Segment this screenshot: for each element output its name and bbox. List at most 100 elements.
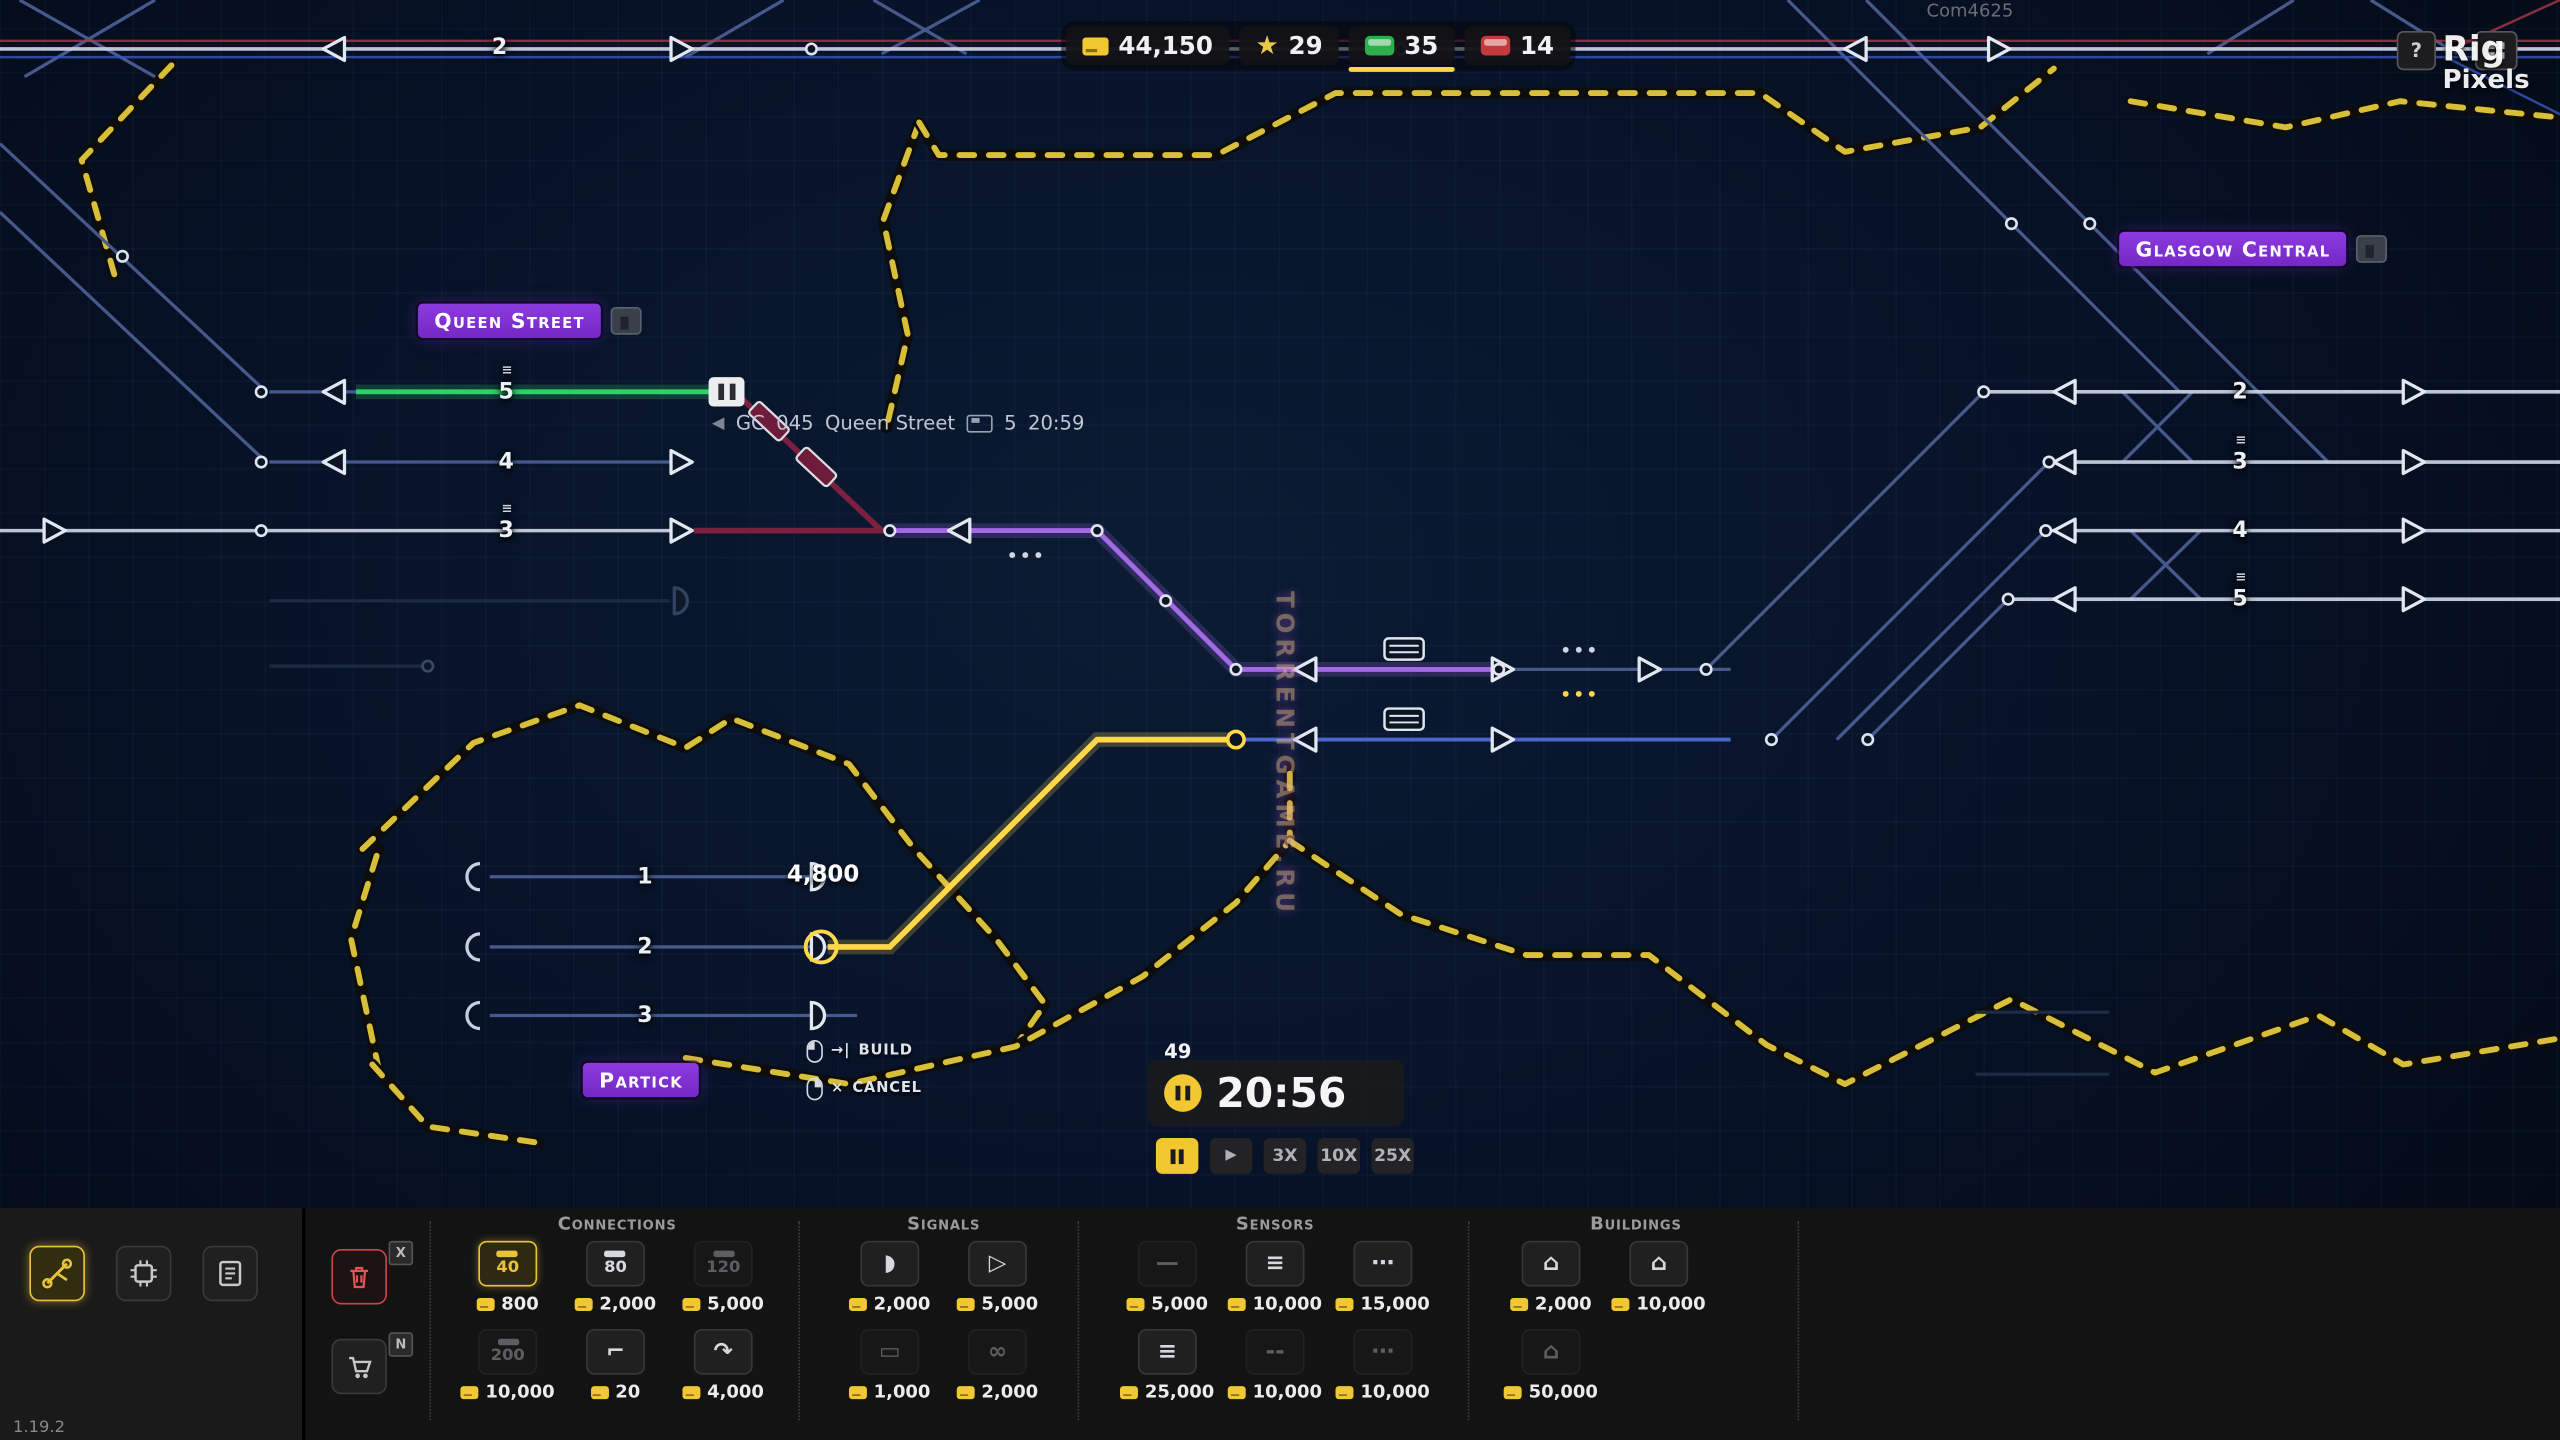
top-hud: 44,150 ★ 29 35 14 (1061, 21, 1576, 72)
platform-number: 2 (2232, 378, 2248, 405)
signals[interactable] (42, 35, 2427, 1031)
selected-underline (1348, 66, 1455, 72)
star-icon: ★ (1255, 29, 1279, 61)
item-sensor-box[interactable]: ≡ 25,000 (1113, 1328, 1221, 1402)
track-nodes[interactable] (115, 42, 2097, 965)
sensors[interactable] (1009, 552, 1595, 732)
item-buffer-stop[interactable]: ⌐ 20 (562, 1328, 670, 1402)
platform-signal-icon: ▭ (860, 1328, 920, 1375)
coin-icon (1228, 1385, 1247, 1399)
station-building-icon (2356, 235, 2388, 263)
item-sensor-dash[interactable]: -- 10,000 (1221, 1328, 1329, 1402)
platform-number: ≡3 (498, 501, 514, 544)
timetable-tool-button[interactable] (202, 1245, 258, 1302)
automation-tool-button[interactable] (115, 1245, 172, 1302)
buy-tool-button[interactable] (331, 1338, 387, 1395)
depot-icon: ⌂ (1521, 1328, 1581, 1375)
delete-hotkey-badge: X (388, 1240, 414, 1266)
platform-number: ≡3 (2232, 432, 2248, 476)
play-button[interactable]: ▶ (1209, 1137, 1253, 1174)
item-depot[interactable]: ⌂ 50,000 (1497, 1328, 1605, 1402)
item-signal[interactable]: ◗ 2,000 (836, 1240, 944, 1314)
grid-icon (2488, 42, 2505, 59)
coin-icon (1611, 1297, 1630, 1311)
item-track-200[interactable]: 200 10,000 (454, 1328, 562, 1402)
delete-tool-button[interactable] (331, 1248, 387, 1305)
item-sensor-stack[interactable]: ≡ 10,000 (1221, 1240, 1329, 1314)
track-speed-80-icon: 80 (586, 1240, 645, 1287)
cancel-x-icon: × (831, 1080, 845, 1098)
red-train-icon (1480, 35, 1511, 56)
track-speed-120-icon: 120 (693, 1240, 753, 1287)
speed-3x-button[interactable]: 3X (1263, 1137, 1307, 1174)
unused-tracks (269, 599, 2110, 1076)
mouse-left-icon (806, 1039, 823, 1063)
coin-icon (460, 1385, 479, 1399)
cancel-hint: × CANCEL (806, 1077, 922, 1101)
build-arrow-icon: →| (831, 1043, 851, 1060)
station-label-partick[interactable]: Partick (582, 1062, 700, 1098)
coin-icon (1120, 1385, 1139, 1399)
coin-icon (682, 1297, 701, 1311)
menu-grid-button[interactable] (2475, 31, 2518, 71)
green-train-icon (1365, 35, 1395, 56)
coin-icon (849, 1297, 868, 1311)
mouse-right-icon (806, 1077, 823, 1101)
item-track-80[interactable]: 80 2,000 (562, 1240, 670, 1314)
speed-25x-button[interactable]: 25X (1371, 1137, 1414, 1174)
delayed-trains-counter[interactable]: 14 (1464, 26, 1571, 66)
main-tracks[interactable] (0, 47, 2560, 601)
chip-icon (130, 1260, 157, 1287)
train-info-label[interactable]: ◀ GC 045 Queen Street 5 20:59 (711, 411, 1085, 435)
track-tool-icon (42, 1258, 73, 1289)
list-icon (219, 1260, 242, 1287)
coin-icon (1510, 1297, 1529, 1311)
active-trains-counter[interactable]: 35 (1348, 26, 1455, 72)
platform-number: 3 (637, 1002, 653, 1029)
item-track-120[interactable]: 120 5,000 (669, 1240, 777, 1314)
coin-icon (1335, 1385, 1354, 1399)
chevron-left-icon: ◀ (711, 413, 725, 432)
station-small-icon: ⌂ (1521, 1240, 1581, 1287)
help-button[interactable]: ? (2396, 31, 2436, 71)
item-sensor-basic[interactable]: — 5,000 (1113, 1240, 1221, 1314)
section-buildings: Buildings ⌂ 2,000 ⌂ 10,000 ⌂ 50,000 (1473, 1208, 1800, 1440)
item-station-small[interactable]: ⌂ 2,000 (1497, 1240, 1605, 1314)
item-sensor-dots[interactable]: ⋯ 15,000 (1329, 1240, 1437, 1314)
corner-tag: Com4625 (1926, 0, 2014, 22)
item-sensor-dots2[interactable]: ⋯ 10,000 (1329, 1328, 1437, 1402)
section-connections: Connections 40 800 80 2,000 120 5,000 20… (454, 1208, 781, 1440)
tool-panel (0, 1208, 306, 1440)
item-station-large[interactable]: ⌂ 10,000 (1605, 1240, 1713, 1314)
speed-10x-button[interactable]: 10X (1317, 1137, 1360, 1174)
platform-number: 4 (498, 448, 514, 476)
station-building-icon (610, 306, 643, 335)
pause-button[interactable] (1155, 1137, 1199, 1174)
coin-icon (956, 1385, 975, 1399)
coin-icon (682, 1385, 701, 1399)
sensor-stack-icon: ≡ (1245, 1240, 1305, 1287)
money-icon (1082, 36, 1109, 55)
buy-hotkey-badge: N (388, 1332, 414, 1357)
item-auto-signal[interactable]: ▷ 5,000 (944, 1240, 1052, 1314)
item-double-signal[interactable]: ∞ 2,000 (944, 1328, 1052, 1402)
play-icon: ▶ (1225, 1147, 1237, 1165)
sensor-box-icon: ≡ (1137, 1328, 1197, 1375)
platform-number: ≡5 (2232, 569, 2248, 613)
money-counter: 44,150 (1066, 26, 1230, 66)
build-track-tool-button[interactable] (29, 1245, 85, 1302)
build-toolbar: X N Connections 40 800 80 2 (0, 1208, 2560, 1440)
item-switch[interactable]: ↷ 4,000 (669, 1328, 777, 1402)
double-signal-icon: ∞ (968, 1328, 1027, 1375)
item-track-40[interactable]: 40 800 (454, 1240, 562, 1314)
speed-controls: ▶ 3X 10X 25X (1155, 1137, 1414, 1174)
track-number: 2 (491, 34, 508, 61)
section-sensors: Sensors — 5,000 ≡ 10,000 ⋯ 15,000 ≡ (1081, 1208, 1470, 1440)
build-cost-label: 4,800 (786, 862, 860, 889)
station-label-glasgow-central[interactable]: Glasgow Central (2119, 231, 2388, 267)
station-label-queen-street[interactable]: Queen Street (417, 303, 643, 338)
train-icon (966, 413, 993, 432)
platform-number: 1 (637, 863, 653, 890)
item-platform-signal[interactable]: ▭ 1,000 (836, 1328, 944, 1402)
